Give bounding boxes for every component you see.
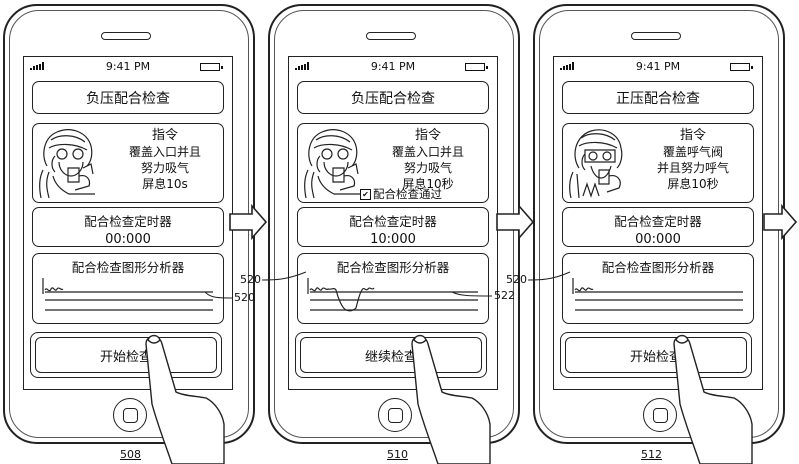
figure-label: 512 — [641, 448, 662, 461]
ref-trace-2: 522 — [494, 289, 515, 302]
continue-check-button-frame[interactable]: 继续检查 — [295, 332, 487, 378]
battery-icon — [730, 63, 753, 71]
instruction-line: 指令 — [414, 128, 441, 143]
phone-screen: 9:41 PM 负压配合检查 — [288, 56, 498, 390]
test-title: 正压配合检查 — [562, 81, 754, 114]
start-check-button-frame[interactable]: 开始检查 — [560, 332, 752, 378]
pressure-graph — [572, 278, 743, 311]
pass-indicator: ✔配合检查通过 — [360, 186, 442, 202]
pressure-graph — [307, 278, 478, 312]
pressure-trace — [572, 278, 594, 294]
instruction-line: 指令 — [679, 128, 706, 143]
start-check-button[interactable]: 开始检查 — [565, 337, 747, 373]
graph-label: 配合检查图形分析器 — [601, 260, 715, 275]
ref-graph-1: 520 — [234, 291, 255, 304]
instruction-line: 努力吸气 — [140, 161, 189, 175]
signal-icon — [30, 62, 46, 70]
instruction-line: 覆盖呼气阀 — [662, 145, 723, 159]
timer-value: 00:000 — [635, 232, 681, 247]
instruction-line: 覆盖入口并且 — [128, 145, 201, 159]
instruction-text: 指令 覆盖呼气阀 并且努力呼气 屏息10秒 — [635, 128, 751, 192]
fit-check-timer: 配合检查定时器 10:000 — [297, 207, 489, 247]
phone-screen: 9:41 PM 正压配合检查 — [553, 56, 763, 390]
instruction-text: 指令 覆盖入口并且 努力吸气 屏息10秒 — [370, 128, 486, 192]
instruction-line: 覆盖入口并且 — [391, 145, 464, 159]
status-time: 9:41 PM — [105, 60, 151, 73]
pressure-trace — [307, 278, 375, 312]
phone-508: 9:41 PM 负压配合检查 — [3, 4, 255, 444]
graph-analyzer: 配合检查图形分析器 — [562, 253, 754, 324]
test-title: 负压配合检查 — [32, 81, 224, 114]
instruction-line: 屏息10s — [142, 177, 188, 191]
home-button[interactable] — [113, 398, 147, 432]
phone-screen: 9:41 PM 负压配合检查 — [23, 56, 233, 390]
status-time: 9:41 PM — [370, 60, 416, 73]
respirator-user-illustration — [39, 129, 95, 199]
ref-graph-3: 520 — [506, 273, 527, 286]
signal-icon — [295, 62, 311, 70]
battery-icon — [465, 63, 488, 71]
home-button[interactable] — [643, 398, 677, 432]
timer-label: 配合检查定时器 — [84, 214, 172, 229]
fit-check-timer: 配合检查定时器 00:000 — [562, 207, 754, 247]
signal-icon — [560, 62, 576, 70]
graph-label: 配合检查图形分析器 — [336, 260, 450, 275]
instruction-text: 指令 覆盖入口并且 努力吸气 屏息10s — [109, 128, 221, 192]
continue-check-button[interactable]: 继续检查 — [300, 337, 482, 373]
checkbox-checked-icon: ✔ — [360, 189, 371, 200]
instruction-line: 并且努力呼气 — [656, 161, 729, 175]
instruction-panel: 指令 覆盖入口并且 努力吸气 屏息10秒 ✔配合检查通过 — [297, 123, 489, 203]
instruction-line: 屏息10秒 — [402, 177, 454, 191]
test-title: 负压配合检查 — [297, 81, 489, 114]
graph-label: 配合检查图形分析器 — [71, 260, 185, 275]
home-button[interactable] — [378, 398, 412, 432]
speaker-grille — [366, 32, 416, 40]
timer-label: 配合检查定时器 — [349, 214, 437, 229]
timer-value: 00:000 — [105, 232, 151, 247]
status-bar: 9:41 PM — [554, 57, 762, 77]
respirator-user-illustration — [304, 129, 360, 199]
instruction-panel: 指令 覆盖入口并且 努力吸气 屏息10s — [32, 123, 224, 203]
timer-label: 配合检查定时器 — [614, 214, 702, 229]
battery-icon — [200, 63, 223, 71]
graph-analyzer: 配合检查图形分析器 — [297, 253, 489, 324]
status-time: 9:41 PM — [635, 60, 681, 73]
pass-label: 配合检查通过 — [373, 187, 442, 201]
instruction-panel: 指令 覆盖呼气阀 并且努力呼气 屏息10秒 — [562, 123, 754, 203]
timer-value: 10:000 — [370, 232, 416, 247]
figure-label: 510 — [387, 448, 408, 461]
pressure-trace — [42, 278, 64, 294]
phone-510: 9:41 PM 负压配合检查 — [268, 4, 520, 444]
speaker-grille — [631, 32, 681, 40]
speaker-grille — [101, 32, 151, 40]
instruction-line: 努力吸气 — [403, 161, 452, 175]
fit-check-timer: 配合检查定时器 00:000 — [32, 207, 224, 247]
instruction-line: 指令 — [151, 128, 178, 143]
status-bar: 9:41 PM — [289, 57, 497, 77]
pressure-graph — [42, 278, 213, 311]
start-check-button-frame[interactable]: 开始检查 — [30, 332, 222, 378]
start-check-button[interactable]: 开始检查 — [35, 337, 217, 373]
status-bar: 9:41 PM — [24, 57, 232, 77]
figure-label: 508 — [120, 448, 141, 461]
ref-graph-2: 520 — [240, 273, 261, 286]
instruction-line: 屏息10秒 — [667, 177, 719, 191]
phone-512: 9:41 PM 正压配合检查 — [533, 4, 785, 444]
graph-analyzer: 配合检查图形分析器 — [32, 253, 224, 324]
respirator-user-illustration — [569, 129, 623, 199]
